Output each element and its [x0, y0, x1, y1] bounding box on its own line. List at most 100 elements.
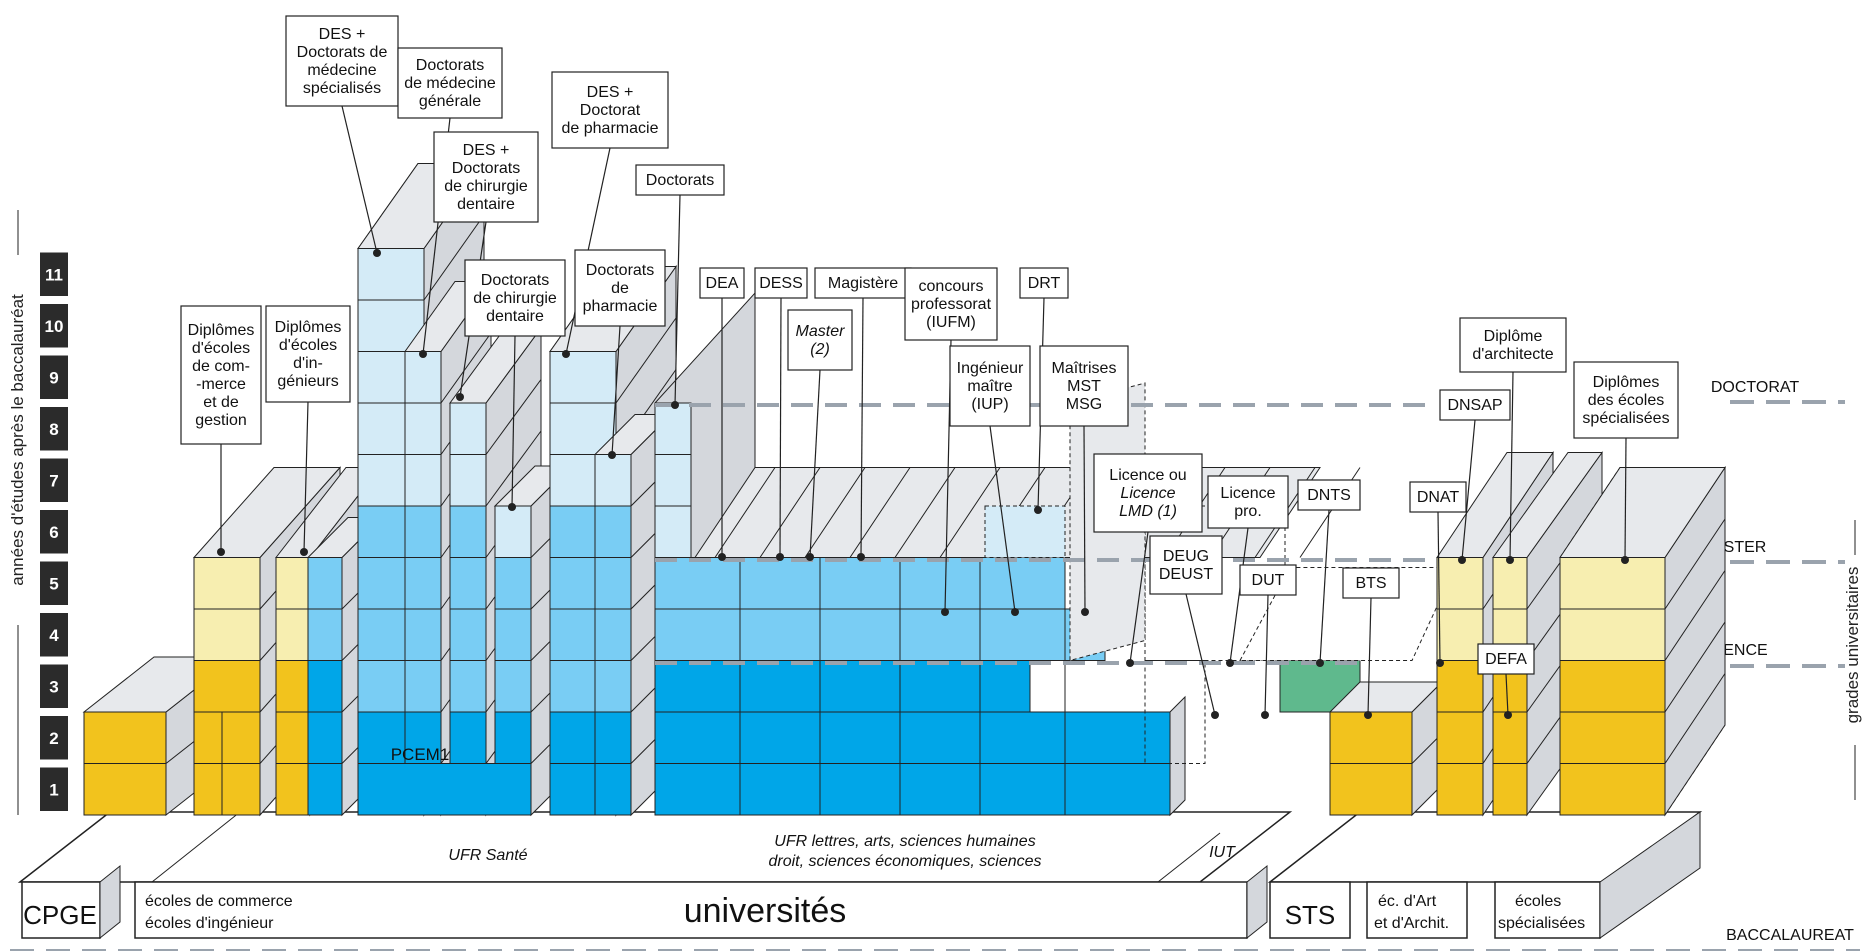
- year-cell: [494, 660, 532, 713]
- callout-text: Master: [796, 323, 846, 340]
- sts-label: STS: [1285, 900, 1336, 930]
- year-cell: [275, 763, 311, 816]
- year-cell: [494, 608, 532, 661]
- year-cell: [404, 351, 442, 404]
- callout-text: DNTS: [1307, 487, 1351, 504]
- callout-text: de chirurgie: [473, 290, 557, 307]
- callout-dot: [857, 553, 865, 561]
- pcem1-cell: [357, 763, 532, 816]
- year-cell: [221, 763, 261, 816]
- callout-box: [1297, 479, 1361, 511]
- callout-text: d'écoles: [192, 340, 250, 357]
- year-box-4: 4: [40, 613, 68, 657]
- callout-text: maître: [967, 378, 1012, 395]
- ufr-lettres-line2: droit, sciences économiques, sciences: [768, 853, 1041, 870]
- callout-dot: [718, 553, 726, 561]
- callout-text: Doctorats: [646, 172, 714, 189]
- callout-box: [464, 259, 566, 337]
- year-cell: [221, 711, 261, 764]
- callout-box: [904, 267, 998, 341]
- callout-dnsap: DNSAP: [1439, 389, 1511, 564]
- year-cell: [307, 660, 343, 713]
- year-cell: [549, 351, 617, 404]
- callout-box: [635, 164, 725, 196]
- year-box-bg: [40, 252, 68, 296]
- callout-text: dentaire: [457, 196, 515, 213]
- callout-text: Magistère: [828, 275, 898, 292]
- year-cell: [1329, 711, 1413, 764]
- callout-box: [551, 71, 669, 149]
- callout-text: concours: [919, 278, 984, 295]
- callout-dea: DEA: [699, 267, 745, 561]
- year-number: 11: [45, 265, 63, 284]
- year-cell: [193, 557, 261, 610]
- callout-dot: [508, 503, 516, 511]
- callout-dot: [1261, 711, 1269, 719]
- universites-base: [134, 881, 1248, 939]
- callout-leader: [674, 194, 681, 406]
- callout-text: Diplômes: [188, 322, 255, 339]
- doctorat-cell: [654, 454, 692, 507]
- callout-text: DUT: [1252, 572, 1285, 589]
- sts-base: [1269, 881, 1351, 939]
- iut-label: IUT: [1209, 844, 1236, 861]
- year-cell: [83, 763, 167, 816]
- year-cell: [594, 660, 632, 713]
- grade-doctorat: DOCTORAT: [1711, 379, 1800, 396]
- callout-dot: [1458, 556, 1466, 564]
- callout-dot: [217, 548, 225, 556]
- year-cell: [275, 608, 311, 661]
- callout-box: [1573, 361, 1679, 439]
- year-box-7: 7: [40, 458, 68, 502]
- year-cell: [1492, 557, 1528, 610]
- year-box-5: 5: [40, 561, 68, 605]
- callout-text: Doctorats: [416, 57, 484, 74]
- sts-block: [1328, 680, 1444, 817]
- year-cell: [594, 763, 632, 816]
- callout-text: (IUFM): [926, 314, 976, 331]
- callout-box: [787, 309, 853, 371]
- year-cell: [307, 557, 343, 610]
- callout-box: [1149, 535, 1223, 595]
- callout-leader: [1461, 419, 1476, 561]
- callout-text: MSG: [1066, 396, 1102, 413]
- year-cell: [494, 557, 532, 610]
- callout-text: Doctorats: [452, 160, 520, 177]
- year-box-bg: [40, 355, 68, 399]
- callout-text: Doctorats: [481, 272, 549, 289]
- base-platform: CPGE écoles de commerce écoles d'ingénie…: [17, 811, 1703, 940]
- callout-leader: [1129, 531, 1149, 664]
- callout-leader: [303, 401, 309, 553]
- study-blocks: [82, 161, 1726, 817]
- callout-leader: [1509, 371, 1514, 561]
- callout-text: (IUP): [971, 396, 1008, 413]
- callout-leader: [1624, 437, 1627, 561]
- callout-text: DEUG: [1163, 548, 1209, 565]
- specialisees-base: [1494, 881, 1601, 939]
- callout-text: DES +: [463, 142, 510, 159]
- callout-text: DES +: [587, 84, 634, 101]
- year-cell: [1436, 660, 1484, 713]
- year-box-bg: [40, 407, 68, 451]
- callout-dot: [1364, 711, 1372, 719]
- pcem1-label: PCEM1: [391, 745, 450, 764]
- cpge-base: [21, 881, 101, 939]
- callout-text: DEUST: [1159, 566, 1213, 583]
- year-box-bg: [40, 458, 68, 502]
- callout-dot: [1126, 659, 1134, 667]
- callout-doctorats: Doctorats: [635, 164, 725, 409]
- year-cell: [404, 660, 442, 713]
- year-cell: [307, 711, 343, 764]
- specialisees-block: [1559, 465, 1726, 817]
- callout-leader: [1185, 593, 1216, 716]
- callout-text: et de: [203, 394, 239, 411]
- callout-box: [574, 249, 666, 327]
- callout-text: DEA: [706, 275, 739, 292]
- year-cell: [83, 711, 167, 764]
